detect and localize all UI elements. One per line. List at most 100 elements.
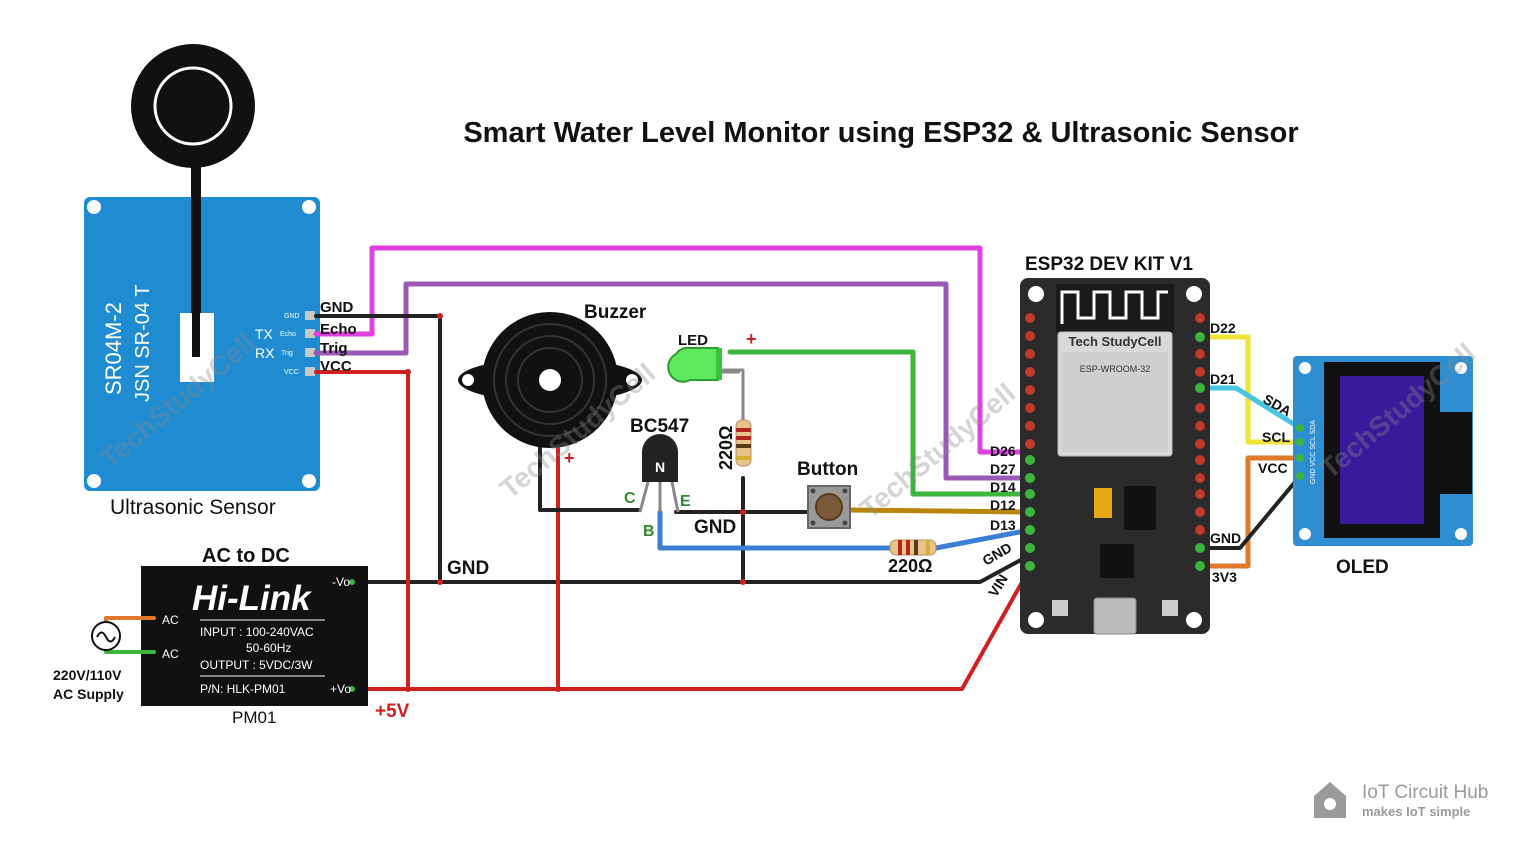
gnd-mid-label: GND <box>694 517 736 538</box>
pin-3v3: 3V3 <box>1212 569 1237 585</box>
house-icon-dot <box>1324 798 1336 810</box>
transistor-pin-e: E <box>680 493 691 510</box>
psu-vo-minus: -Vo <box>332 575 350 589</box>
wire-led <box>727 349 1033 497</box>
junction <box>405 686 411 692</box>
wire-ac-live <box>104 616 156 624</box>
transistor-mark: N <box>655 459 665 475</box>
button-cap <box>815 493 843 521</box>
oled-pin <box>1296 454 1304 462</box>
transistor-leg <box>638 481 650 513</box>
transistor-label: BC547 <box>630 416 689 437</box>
wire-oled-gnd <box>1198 474 1302 550</box>
module-brand: Tech StudyCell <box>1069 334 1162 349</box>
oled-vcc: VCC <box>1258 460 1288 476</box>
pin-d26: D26 <box>990 443 1016 459</box>
mount-hole <box>1455 528 1467 540</box>
wire-gnd-bus <box>354 553 1032 584</box>
button-corner <box>810 488 816 494</box>
transistor-leg <box>670 481 680 513</box>
esp32-right-pins <box>1195 313 1205 571</box>
mount-hole <box>87 200 101 214</box>
module-model: ESP-WROOM-32 <box>1080 364 1151 374</box>
wire-base-esp <box>933 527 1033 551</box>
psu-input: INPUT : 100-240VAC <box>200 625 314 639</box>
regulator <box>1124 486 1156 530</box>
oled-screen <box>1340 376 1424 524</box>
resistor-band <box>736 436 751 440</box>
ultrasonic-sensor: SR04M-2 JSN SR-04 T GND Echo Trig VCC TX… <box>84 44 320 491</box>
label-gnd: GND <box>320 299 354 316</box>
esp32-title: ESP32 DEV KIT V1 <box>1025 254 1193 275</box>
resistor-btn <box>889 539 937 556</box>
oled-flex <box>1440 412 1472 494</box>
resistor-band <box>898 540 902 555</box>
push-button <box>807 485 851 529</box>
transistor-pin-c: C <box>624 490 636 507</box>
capacitor <box>1094 488 1112 518</box>
wire-base <box>657 509 893 551</box>
wire-trig <box>313 281 1033 481</box>
resistor-band <box>926 540 930 555</box>
resistor-band <box>914 540 918 555</box>
button-label: Button <box>797 459 858 480</box>
ac-source <box>91 616 156 654</box>
oled-pin-silk: GND VCC SCL SDA <box>1310 420 1317 484</box>
oled-pin <box>1296 438 1304 446</box>
pin-silk-echo: Echo <box>280 331 296 338</box>
wires <box>313 245 1303 692</box>
diagram-title: Smart Water Level Monitor using ESP32 & … <box>463 117 1298 149</box>
psu-vo-plus: +Vo <box>330 682 351 696</box>
header-pin <box>305 367 315 376</box>
buzzer-ring <box>493 323 607 437</box>
wire-oled-vcc <box>1197 455 1303 569</box>
wire-button <box>847 507 1033 515</box>
resistor-btn-label: 220Ω <box>888 556 932 576</box>
pin-tx-label: TX <box>255 326 274 342</box>
transducer-ring <box>153 66 233 146</box>
buzzer-ring <box>517 347 583 413</box>
resistor-band <box>906 540 910 555</box>
pin-d14: D14 <box>990 479 1016 495</box>
oled-label: OLED <box>1336 557 1389 578</box>
buzzer-plus: + <box>564 448 575 468</box>
led <box>667 346 740 383</box>
resistor-led-label: 220Ω <box>716 426 736 470</box>
psu-caption: PM01 <box>232 708 276 727</box>
led-label: LED <box>678 332 708 349</box>
buzzer <box>458 312 642 448</box>
header-pin <box>305 348 315 357</box>
ac-supply-line1: 220V/110V <box>53 667 122 683</box>
oled-display <box>1293 356 1473 546</box>
junction <box>437 579 443 585</box>
esp32-board <box>1020 278 1210 635</box>
ac-wave-icon <box>96 631 116 643</box>
footer-logo <box>1314 782 1346 818</box>
wire-5v-bus <box>354 566 1032 691</box>
buzzer-mount-hole <box>626 374 638 386</box>
oled-scl: SCL <box>1262 429 1290 445</box>
plus5v-label: +5V <box>375 701 410 722</box>
pin-silk-vcc: VCC <box>284 369 299 376</box>
psu-ac2: AC <box>162 647 179 661</box>
resistor-band <box>736 444 751 448</box>
buzzer-ring <box>505 335 595 425</box>
led-rim <box>716 348 722 380</box>
buzzer-hole <box>539 369 561 391</box>
psu-output: OUTPUT : 5VDC/3W <box>200 658 313 672</box>
junction <box>405 369 411 375</box>
usb-chip <box>1100 544 1134 578</box>
wire-scl <box>1197 334 1303 445</box>
button-corner <box>842 520 848 526</box>
transistor-bc547 <box>638 434 680 513</box>
pin-silk-trig: Trig <box>281 350 293 357</box>
label-echo: Echo <box>320 321 357 338</box>
mount-hole <box>1299 528 1311 540</box>
pin-d12: D12 <box>990 497 1016 513</box>
psu-header: AC to DC <box>202 545 290 567</box>
label-vcc: VCC <box>320 358 352 375</box>
sensor-model-1: SR04M-2 <box>101 302 126 395</box>
psu-terminal <box>349 686 355 692</box>
pin-silk-gnd: GND <box>284 313 300 320</box>
boot-button <box>1162 600 1178 616</box>
